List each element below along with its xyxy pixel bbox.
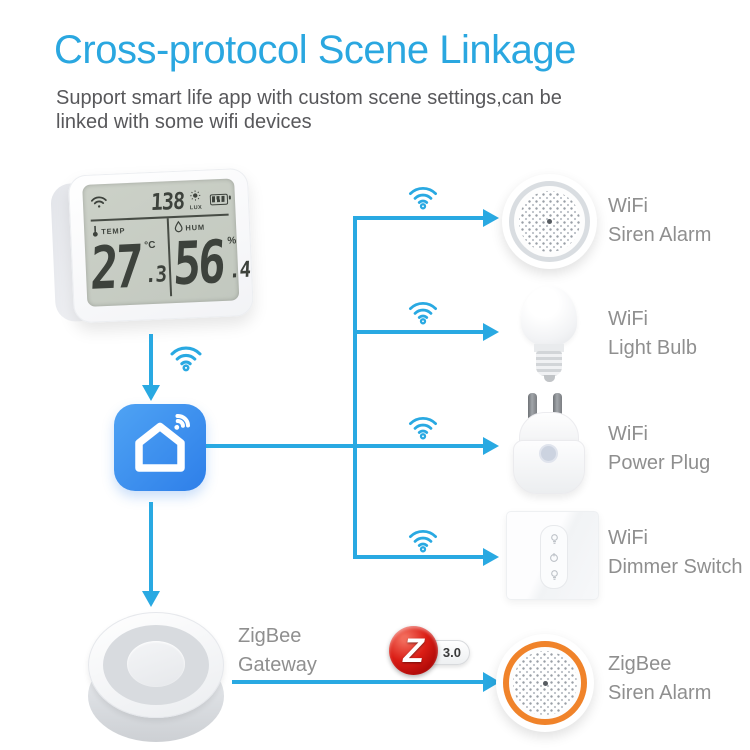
siren-center-dot xyxy=(547,219,552,224)
humidity-section: HUM 56 % .4 xyxy=(169,215,251,299)
gateway-button xyxy=(127,641,185,687)
arrowhead-to-zigbee-siren xyxy=(483,672,500,692)
temp-unit: °C xyxy=(144,239,156,252)
wifi-icon-branch-bulb xyxy=(406,297,440,325)
power-icon xyxy=(549,552,559,563)
page-subtitle-line1: Support smart life app with custom scene… xyxy=(56,87,562,109)
label-line1: ZigBee xyxy=(608,653,672,675)
wifi-siren-alarm-device xyxy=(502,174,597,269)
dimmer-button-strip xyxy=(540,525,568,589)
zigbee-z-letter: Z xyxy=(403,631,424,670)
sensor-lcd-screen: 138 LUX xyxy=(82,178,250,307)
label-wifi-light-bulb: WiFi Light Bulb xyxy=(608,305,697,363)
droplet-icon xyxy=(174,220,184,235)
smart-life-app-icon xyxy=(114,404,206,491)
bulb-contact-tip xyxy=(544,375,555,382)
bulb-screw-base xyxy=(536,351,562,376)
label-line2: Siren Alarm xyxy=(608,682,712,704)
hum-decimal: .4 xyxy=(228,257,251,284)
page-subtitle-line2: linked with some wifi devices xyxy=(56,111,312,133)
zigbee-version-text: 3.0 xyxy=(442,645,461,660)
plug-pin-right xyxy=(553,393,562,419)
house-wifi-icon xyxy=(135,413,191,472)
wifi-icon-branch-plug xyxy=(406,412,440,440)
label-line1: WiFi xyxy=(608,308,648,330)
label-zigbee-siren-alarm: ZigBee Siren Alarm xyxy=(608,650,711,708)
zigbee-siren-alarm-device xyxy=(496,634,594,732)
label-line1: WiFi xyxy=(608,195,648,217)
thermometer-icon xyxy=(91,224,100,239)
temp-value: 27 xyxy=(89,231,142,303)
connector-branch-bulb-line xyxy=(355,330,484,334)
zigbee-z-icon: Z xyxy=(389,626,438,675)
battery-icon xyxy=(209,193,229,205)
hum-value: 56 xyxy=(172,226,225,299)
label-line2: Siren Alarm xyxy=(608,224,712,246)
arrow-sensor-to-app-line xyxy=(149,334,153,387)
lux-unit-label: LUX xyxy=(189,204,203,212)
plug-pin-left xyxy=(528,393,537,419)
brightness-up-icon xyxy=(549,533,560,545)
hum-unit: % xyxy=(227,235,237,247)
label-line1: WiFi xyxy=(608,527,648,549)
arrowhead-to-siren xyxy=(483,209,499,227)
connector-app-to-plug-line xyxy=(206,444,484,448)
sun-icon xyxy=(190,189,202,205)
wifi-icon xyxy=(90,194,109,215)
label-line2: Power Plug xyxy=(608,452,711,474)
connector-branch-siren-line xyxy=(355,216,484,220)
arrow-app-to-gateway-head xyxy=(142,591,160,607)
label-wifi-dimmer-switch: WiFi Dimmer Switch xyxy=(608,524,742,582)
lux-value: 138 xyxy=(150,186,186,216)
arrow-sensor-to-app-head xyxy=(142,385,160,401)
bulb-globe xyxy=(521,286,577,346)
temperature-section: TEMP 27 °C .3 xyxy=(89,218,173,303)
brightness-down-icon xyxy=(549,569,560,581)
wifi-icon-branch-siren xyxy=(406,182,440,210)
gateway-label-line2: Gateway xyxy=(238,654,317,676)
wifi-dimmer-switch-device xyxy=(506,511,599,600)
bulb-neck xyxy=(534,344,564,352)
label-wifi-siren-alarm: WiFi Siren Alarm xyxy=(608,192,711,250)
gateway-label: ZigBee Gateway xyxy=(238,622,317,680)
temp-humidity-sensor-device: 138 LUX xyxy=(50,167,255,328)
label-wifi-power-plug: WiFi Power Plug xyxy=(608,420,710,478)
connector-trunk-line xyxy=(353,216,357,559)
arrow-app-to-gateway-line xyxy=(149,502,153,593)
wifi-icon-sensor-link xyxy=(167,341,205,372)
connector-gateway-to-siren-line xyxy=(232,680,484,684)
wifi-icon-branch-dimmer xyxy=(406,525,440,553)
zigbee-gateway-device xyxy=(86,612,226,744)
label-line1: WiFi xyxy=(608,423,648,445)
label-line2: Dimmer Switch xyxy=(608,556,743,578)
gateway-label-line1: ZigBee xyxy=(238,625,302,647)
temp-decimal: .3 xyxy=(145,261,168,288)
label-line2: Light Bulb xyxy=(608,337,697,359)
arrowhead-to-bulb xyxy=(483,323,499,341)
sensor-front-face: 138 LUX xyxy=(67,167,255,324)
siren-center-dot xyxy=(542,680,548,686)
page-title: Cross-protocol Scene Linkage xyxy=(54,28,576,72)
arrowhead-to-plug xyxy=(483,437,499,455)
arrowhead-to-dimmer xyxy=(483,548,499,566)
plug-power-button xyxy=(539,444,558,463)
page-subtitle: Support smart life app with custom scene… xyxy=(56,86,616,134)
connector-branch-dimmer-line xyxy=(355,555,484,559)
